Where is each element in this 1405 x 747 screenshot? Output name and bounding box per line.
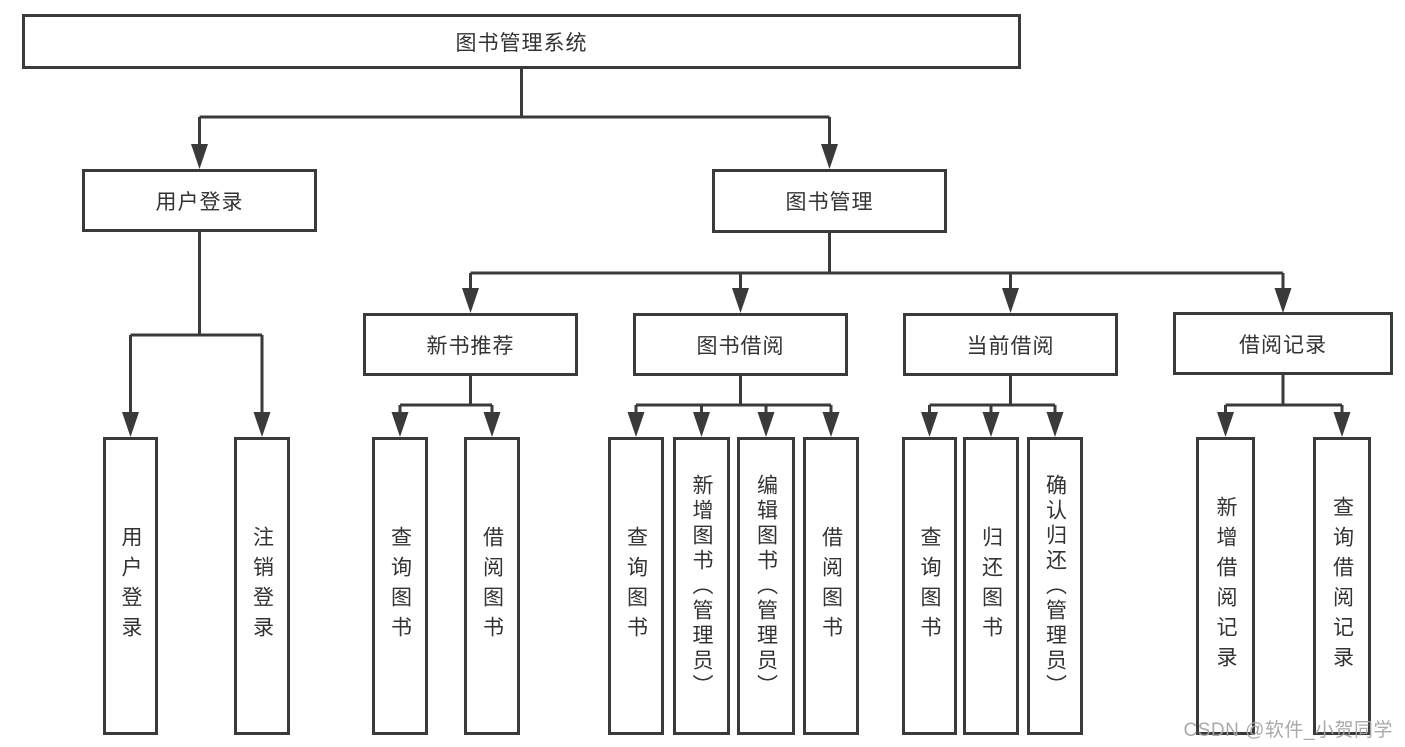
- node-root: 图书管理系统: [22, 14, 1021, 69]
- leaf-query-book-current-label: 查询图书: [918, 526, 941, 646]
- node-current-borrow-label: 当前借阅: [966, 334, 1055, 358]
- node-borrow-record: 借阅记录: [1173, 312, 1393, 375]
- leaf-user-login-label: 用户登录: [119, 526, 142, 646]
- leaf-add-borrow-record: 新增借阅记录: [1196, 437, 1255, 735]
- leaf-edit-book-admin-label: 编辑图书（管理员）: [754, 473, 778, 699]
- leaf-query-book-borrow: 查询图书: [608, 437, 664, 735]
- arrowheads: [122, 144, 1351, 437]
- leaf-add-book-admin: 新增图书（管理员）: [673, 437, 730, 735]
- leaf-query-book-current: 查询图书: [902, 437, 957, 735]
- leaf-return-book: 归还图书: [963, 437, 1019, 735]
- csdn-watermark: CSDN @软件_小贺同学: [1183, 720, 1393, 741]
- leaf-query-book-recommend-label: 查询图书: [388, 526, 412, 646]
- leaf-user-login: 用户登录: [103, 437, 158, 735]
- leaf-query-borrow-record: 查询借阅记录: [1313, 437, 1371, 735]
- leaf-query-borrow-record-label: 查询借阅记录: [1330, 496, 1354, 676]
- leaf-add-book-admin-label: 新增图书（管理员）: [690, 473, 713, 699]
- leaf-query-book-borrow-label: 查询图书: [624, 526, 648, 646]
- leaf-confirm-return-admin-label: 确认归还（管理员）: [1043, 473, 1067, 699]
- leaf-borrow-book-recommend: 借阅图书: [464, 437, 520, 735]
- node-book-borrow: 图书借阅: [633, 313, 848, 376]
- node-book-management-label: 图书管理: [785, 191, 874, 214]
- leaf-logout-label: 注销登录: [250, 526, 274, 646]
- leaf-logout: 注销登录: [234, 437, 290, 735]
- node-new-book-recommend: 新书推荐: [363, 313, 578, 376]
- node-new-book-recommend-label: 新书推荐: [426, 334, 515, 358]
- leaf-query-book-recommend: 查询图书: [372, 437, 428, 735]
- leaf-confirm-return-admin: 确认归还（管理员）: [1027, 437, 1083, 735]
- leaf-add-borrow-record-label: 新增借阅记录: [1214, 496, 1237, 676]
- node-book-management: 图书管理: [712, 169, 947, 233]
- node-book-borrow-label: 图书借阅: [696, 334, 785, 358]
- leaf-borrow-book-recommend-label: 借阅图书: [480, 526, 504, 646]
- leaf-edit-book-admin: 编辑图书（管理员）: [737, 437, 795, 735]
- node-borrow-record-label: 借阅记录: [1239, 333, 1327, 357]
- leaf-borrow-book-borrow: 借阅图书: [803, 437, 859, 735]
- leaf-return-book-label: 归还图书: [979, 526, 1003, 646]
- leaf-borrow-book-borrow-label: 借阅图书: [819, 526, 843, 646]
- node-current-borrow: 当前借阅: [903, 313, 1118, 376]
- node-user-login-label: 用户登录: [155, 190, 244, 214]
- node-user-login: 用户登录: [82, 169, 317, 232]
- node-root-label: 图书管理系统: [455, 31, 588, 55]
